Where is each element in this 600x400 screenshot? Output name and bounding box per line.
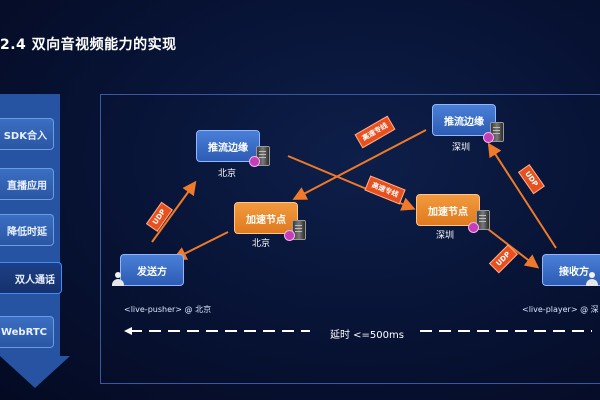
sidebar-item-sdk[interactable]: SDK合入 <box>0 118 54 150</box>
sidebar-item-label: SDK合入 <box>3 130 47 142</box>
sidebar-item-label: 双人通话 <box>15 274 55 286</box>
sidebar-item-label: WebRTC <box>0 326 47 338</box>
sidebar-item-label: 降低时延 <box>7 226 47 238</box>
sidebar-item-webrtc[interactable]: WebRTC <box>0 316 54 348</box>
sidebar-item-two-person-call[interactable]: 双人通话 <box>0 262 62 294</box>
city-label-accel-bj: 北京 <box>252 239 271 249</box>
city-label-push-sz: 深圳 <box>452 143 471 153</box>
badge-icon <box>284 230 295 241</box>
node-label: 加速节点 <box>246 214 286 226</box>
arrow-receiver-to-push-sz <box>487 142 557 249</box>
sidebar-item-label: 直播应用 <box>7 180 47 192</box>
node-label: 发送方 <box>137 266 167 278</box>
node-sender[interactable]: 发送方 <box>120 254 184 286</box>
city-label-push-bj: 北京 <box>218 169 237 179</box>
diagram-frame <box>100 94 600 384</box>
sidebar-item-reduce-latency[interactable]: 降低时延 <box>0 214 54 246</box>
sender-caption: <live-pusher> @ 北京 <box>124 305 212 314</box>
node-label: 接收方 <box>559 266 589 278</box>
badge-icon <box>483 132 494 143</box>
node-accel-beijing[interactable]: 加速节点 <box>234 202 298 234</box>
arrow-accel-bj-to-sender <box>172 231 229 260</box>
arrow-sender-to-push-bj <box>151 180 197 243</box>
node-receiver[interactable]: 接收方 <box>542 254 600 286</box>
node-label: 推流边缘 <box>444 116 484 128</box>
latency-arrowhead-left <box>124 327 132 335</box>
node-label: 加速节点 <box>428 206 468 218</box>
badge-icon <box>468 222 479 233</box>
latency-label: 延时 <=500ms <box>330 330 404 341</box>
receiver-caption: <live-player> @ 深 <box>522 305 599 314</box>
person-icon <box>112 272 124 286</box>
sidebar-item-live-app[interactable]: 直播应用 <box>0 168 54 200</box>
person-icon <box>586 272 598 286</box>
arrow-push-sz-to-accel-bj <box>292 129 427 200</box>
city-label-accel-sz: 深圳 <box>436 231 455 241</box>
server-icon <box>476 210 490 230</box>
node-push-edge-shenzhen[interactable]: 推流边缘 <box>432 104 496 136</box>
badge-icon <box>249 156 260 167</box>
page-title: 2.4 双向音视频能力的实现 <box>0 37 177 53</box>
node-accel-shenzhen[interactable]: 加速节点 <box>416 194 480 226</box>
node-label: 推流边缘 <box>208 142 248 154</box>
